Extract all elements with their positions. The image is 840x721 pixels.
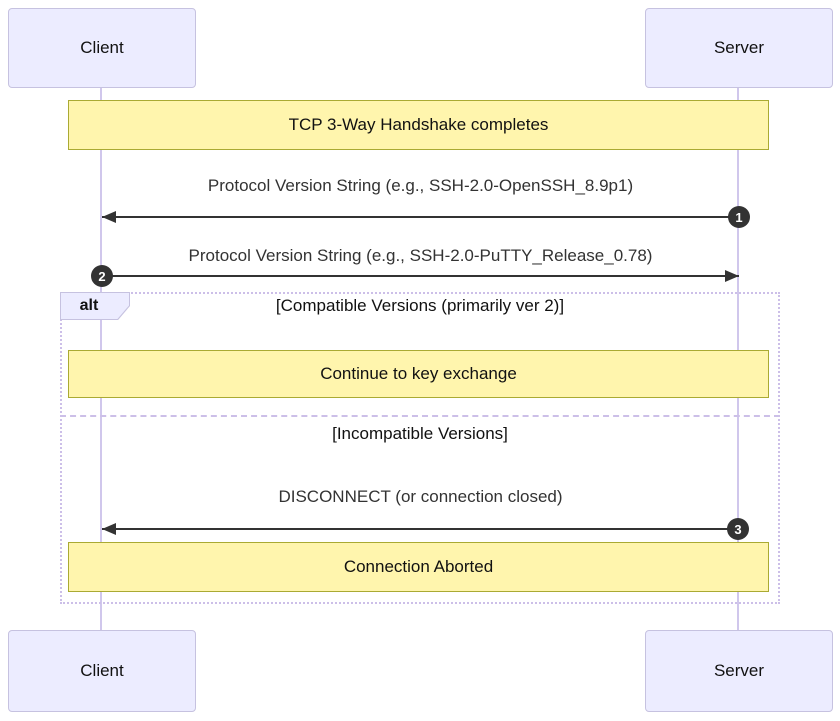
- message-3-arrowhead-left-icon: [102, 523, 116, 535]
- note-tcp-handshake-text: TCP 3-Way Handshake completes: [288, 115, 549, 134]
- message-2-arrowhead-right-icon: [725, 270, 739, 282]
- message-1-number-badge: 1: [728, 206, 750, 228]
- note-continue-key-exchange: Continue to key exchange: [68, 350, 769, 398]
- actor-client-top-label: Client: [80, 38, 124, 57]
- alt-divider: [60, 415, 780, 417]
- note-tcp-handshake: TCP 3-Way Handshake completes: [68, 100, 769, 150]
- message-3-number-badge: 3: [727, 518, 749, 540]
- actor-client-top-box: Client: [8, 8, 196, 88]
- note-connection-aborted-text: Connection Aborted: [343, 557, 494, 576]
- message-3-arrow-line: [102, 528, 739, 530]
- message-2-label: Protocol Version String (e.g., SSH-2.0-P…: [188, 246, 653, 265]
- actor-server-top-box: Server: [645, 8, 833, 88]
- alt-label: alt: [60, 292, 130, 320]
- actor-client-bottom-box: Client: [8, 630, 196, 712]
- actor-server-bottom-label: Server: [713, 661, 765, 680]
- message-1-label: Protocol Version String (e.g., SSH-2.0-O…: [207, 176, 634, 195]
- message-2-number-badge: 2: [91, 265, 113, 287]
- alt-condition-incompatible: [Incompatible Versions]: [332, 424, 508, 443]
- message-1-arrow-line: [102, 216, 739, 218]
- alt-condition-compatible: [Compatible Versions (primarily ver 2)]: [275, 296, 565, 315]
- note-continue-key-exchange-text: Continue to key exchange: [320, 364, 517, 383]
- alt-frame: [60, 292, 780, 604]
- actor-server-bottom-box: Server: [645, 630, 833, 712]
- message-2-arrow-line: [102, 275, 739, 277]
- alt-label-text: alt: [61, 293, 129, 319]
- note-connection-aborted: Connection Aborted: [68, 542, 769, 592]
- message-1-arrowhead-left-icon: [102, 211, 116, 223]
- message-3-label: DISCONNECT (or connection closed): [278, 487, 563, 506]
- actor-client-bottom-label: Client: [80, 661, 124, 680]
- actor-server-top-label: Server: [713, 38, 765, 57]
